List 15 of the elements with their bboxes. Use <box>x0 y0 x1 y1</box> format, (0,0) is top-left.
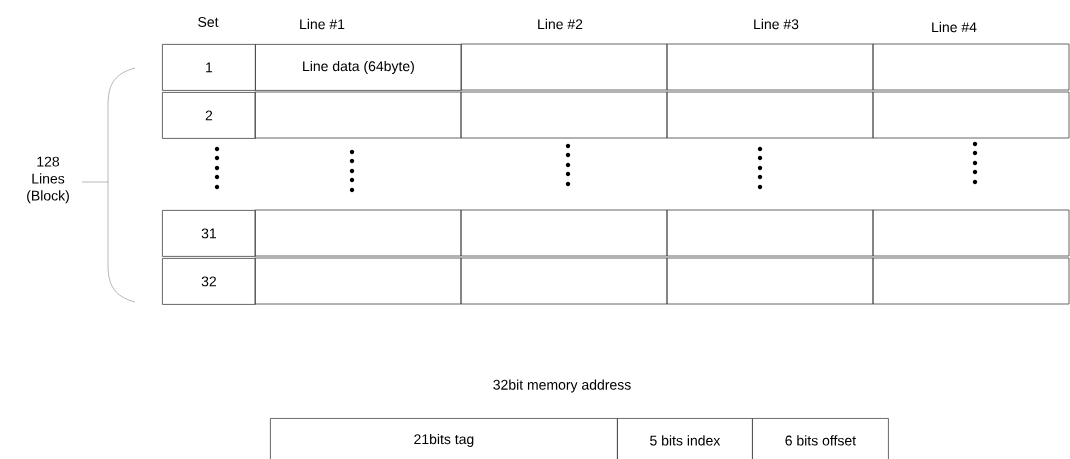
table-cell: 1 <box>162 44 256 91</box>
table-cell: 31 <box>162 210 256 257</box>
table-cell: 32 <box>162 258 256 305</box>
column-header: Line #4 <box>932 21 977 33</box>
table-cell: 2 <box>162 92 256 139</box>
column-header: Line #2 <box>538 18 583 30</box>
table-cell: Line data (64byte) <box>255 44 462 91</box>
column-header: Line #1 <box>300 18 345 30</box>
column-header: Set <box>198 17 219 27</box>
column-header: Line #3 <box>754 18 799 30</box>
field-caption: 32bit memory address <box>493 379 631 393</box>
brace-label: 128 Lines (Block) <box>27 156 69 204</box>
address-field: 21bits tag <box>270 418 618 459</box>
address-field: 6 bits offset <box>752 418 889 459</box>
address-field: 5 bits index <box>617 418 753 459</box>
